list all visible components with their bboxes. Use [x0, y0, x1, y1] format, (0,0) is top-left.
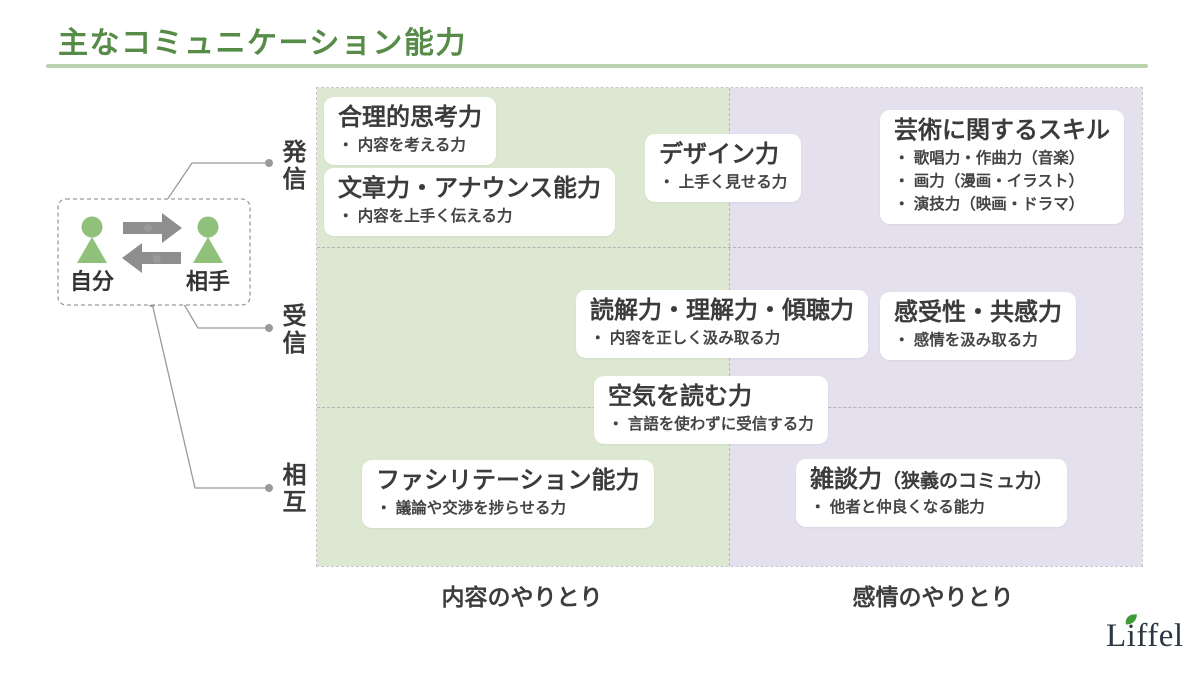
- card-title-sub: （狭義のコミュ力）: [882, 471, 1054, 492]
- card-title: 感受性・共感力: [894, 299, 1062, 326]
- self-label: 自分: [70, 269, 114, 294]
- row-divider-send-receive: [317, 247, 1142, 248]
- card-bullet: ・ 上手く見せる力: [659, 173, 788, 191]
- skill-card-writing-announce: 文章力・アナウンス能力 ・ 内容を上手く伝える力: [324, 168, 616, 236]
- card-bullet: ・ 内容を正しく汲み取る力: [590, 329, 781, 347]
- column-label-emotion-exchange: 感情のやりとり: [852, 584, 1014, 610]
- card-title: 芸術に関するスキル: [894, 117, 1110, 144]
- skill-card-design: デザイン力 ・ 上手く見せる力: [645, 134, 802, 202]
- card-bullet: ・ 感情を汲み取る力: [894, 331, 1038, 349]
- card-bullet: ・ 他者と仲良くなる能力: [810, 498, 985, 516]
- skill-card-art: 芸術に関するスキル ・ 歌唱力・作曲力（音楽） ・ 画力（漫画・イラスト） ・ …: [880, 110, 1124, 225]
- card-bullet: ・ 議論や交渉を捗らせる力: [376, 499, 566, 517]
- skill-card-read-the-air: 空気を読む力 ・ 言語を使わずに受信する力: [594, 376, 828, 444]
- row-label-send: 発信: [278, 139, 305, 193]
- card-bullet: ・ 演技力（映画・ドラマ）: [894, 195, 1085, 213]
- column-label-content-exchange: 内容のやりとり: [441, 584, 603, 610]
- row-label-receive: 受信: [278, 303, 305, 357]
- skill-card-empathy: 感受性・共感力 ・ 感情を汲み取る力: [880, 292, 1076, 360]
- logo-text: Liffel: [1106, 618, 1184, 654]
- skill-card-comprehension-listening: 読解力・理解力・傾聴力 ・ 内容を正しく汲み取る力: [576, 290, 868, 358]
- page-title: 主なコミュニケーション能力: [58, 27, 467, 60]
- card-bullet: ・ 内容を考える力: [338, 136, 466, 154]
- card-bullet: ・ 画力（漫画・イラスト）: [894, 172, 1084, 190]
- person-other-icon: [193, 216, 223, 263]
- arrow-right-icon: [123, 213, 182, 243]
- card-title-main: 雑談力: [810, 466, 882, 493]
- card-title: ファシリテーション能力: [376, 467, 640, 494]
- other-label: 相手: [186, 269, 230, 294]
- card-bullet: ・ 言語を使わずに受信する力: [608, 415, 814, 433]
- relationship-diagram: 自分 相手: [57, 159, 273, 492]
- connector-dot-send: [144, 224, 152, 232]
- card-bullet: ・ 内容を上手く伝える力: [338, 207, 513, 225]
- card-title: デザイン力: [659, 141, 779, 168]
- skill-card-small-talk: 雑談力（狭義のコミュ力） ・ 他者と仲良くなる能力: [796, 459, 1068, 527]
- person-self-icon: [77, 216, 107, 263]
- row-label-mutual: 相互: [278, 462, 305, 516]
- card-title: 合理的思考力: [338, 104, 482, 131]
- skill-card-facilitation: ファシリテーション能力 ・ 議論や交渉を捗らせる力: [362, 460, 654, 528]
- card-title: 雑談力（狭義のコミュ力）: [810, 466, 1053, 495]
- card-title: 空気を読む力: [608, 383, 752, 410]
- card-bullet: ・ 歌唱力・作曲力（音楽）: [894, 149, 1085, 167]
- arrow-left-icon: [122, 243, 181, 273]
- connector-dot-receive: [153, 255, 161, 263]
- title-underline: [46, 64, 1148, 68]
- card-title: 文章力・アナウンス能力: [338, 175, 602, 202]
- leaf-icon: [1125, 614, 1137, 625]
- liffel-logo: Liffel: [1106, 614, 1200, 664]
- skill-card-rational-thinking: 合理的思考力 ・ 内容を考える力: [324, 97, 496, 165]
- card-title: 読解力・理解力・傾聴力: [590, 297, 854, 324]
